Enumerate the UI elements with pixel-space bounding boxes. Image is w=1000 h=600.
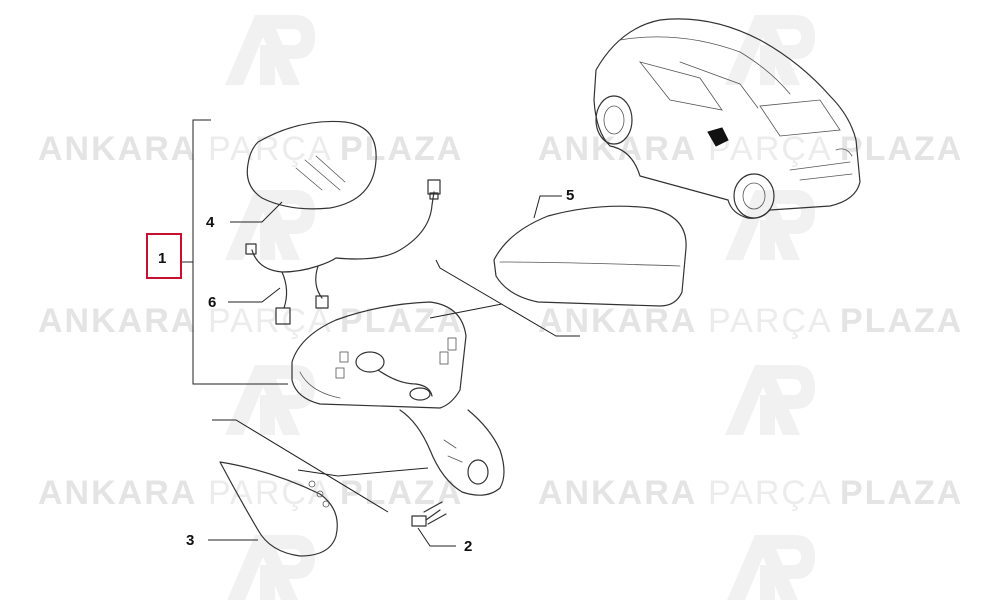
part-mirror-cover[interactable] xyxy=(493,205,687,307)
watermark-word: ANKARA xyxy=(38,130,197,168)
watermark-word: ANKARA xyxy=(38,302,197,340)
mirror-location-marker xyxy=(707,127,729,147)
watermark-word: PLAZA xyxy=(340,130,463,168)
watermark-word: PLAZA xyxy=(340,302,463,340)
watermark-word: PARÇA xyxy=(708,302,833,340)
watermark-word: ANKARA xyxy=(38,474,197,512)
leader-line-5 xyxy=(533,195,562,219)
ap-monogram-logo-icon xyxy=(727,535,815,600)
part-number-3[interactable]: 3 xyxy=(186,532,194,549)
part-number-5[interactable]: 5 xyxy=(566,187,574,204)
watermark-word: ANKARA xyxy=(538,130,697,168)
part-number-4[interactable]: 4 xyxy=(206,214,215,231)
ap-monogram-logo-icon xyxy=(225,190,315,260)
part-mirror-glass[interactable] xyxy=(246,120,377,210)
leader-line-2b xyxy=(212,419,389,513)
leader-line-2 xyxy=(417,527,456,547)
leader-line-6 xyxy=(228,287,281,303)
leader-line-5c xyxy=(429,303,503,319)
leader-line-4 xyxy=(230,201,283,223)
watermark-word: PARÇA xyxy=(208,474,333,512)
watermark-word: PARÇA xyxy=(708,130,833,168)
leader-line-3b xyxy=(297,467,429,477)
watermark-word: ANKARA xyxy=(538,474,697,512)
watermark-word: PLAZA xyxy=(840,302,963,340)
part-screw[interactable] xyxy=(411,501,447,527)
watermark-word: PARÇA xyxy=(208,302,333,340)
leader-line-5b xyxy=(435,259,580,337)
hatchback-car-icon xyxy=(593,18,861,219)
watermark-logos xyxy=(225,15,815,600)
watermark-word: ANKARA xyxy=(538,302,697,340)
part-number-6[interactable]: 6 xyxy=(208,294,216,311)
selected-part-box[interactable] xyxy=(146,233,182,279)
watermark-word: PARÇA xyxy=(708,474,833,512)
ap-monogram-logo-icon xyxy=(227,535,315,600)
ap-monogram-logo-icon xyxy=(725,15,815,85)
watermark-row: ANKARA PARÇA PLAZA ANKARA PARÇA PLAZA xyxy=(38,302,963,340)
part-wiring-harness[interactable] xyxy=(245,179,441,325)
watermark-row: ANKARA PARÇA PLAZA ANKARA PARÇA PLAZA xyxy=(38,130,963,168)
assembly-bracket xyxy=(181,119,288,385)
part-number-1[interactable]: 1 xyxy=(158,250,166,267)
watermark-word: PLAZA xyxy=(340,474,463,512)
ap-monogram-logo-icon xyxy=(725,190,815,260)
ap-monogram-logo-icon xyxy=(225,15,315,85)
ap-monogram-logo-icon xyxy=(725,365,815,435)
watermark-word: PLAZA xyxy=(840,474,963,512)
part-number-2[interactable]: 2 xyxy=(464,538,472,555)
watermark-row: ANKARA PARÇA PLAZA ANKARA PARÇA PLAZA xyxy=(38,474,963,512)
watermark-word: PLAZA xyxy=(840,130,963,168)
part-sail-cover[interactable] xyxy=(219,461,338,557)
ap-monogram-logo-icon xyxy=(225,365,315,435)
part-mirror-housing[interactable] xyxy=(291,301,505,496)
